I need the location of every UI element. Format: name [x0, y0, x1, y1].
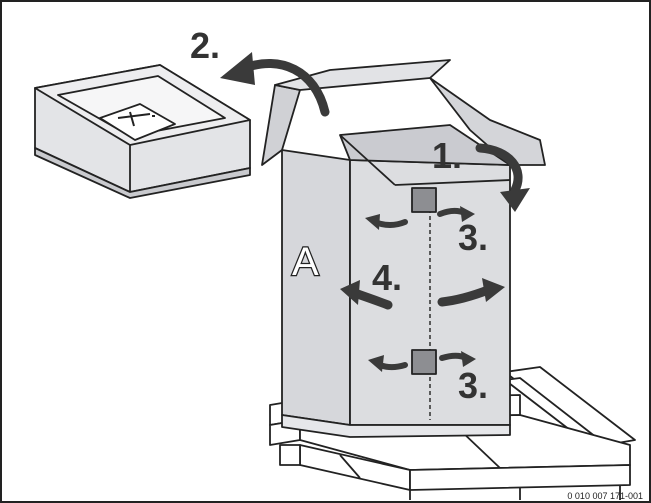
carton-base-band [281, 414, 511, 438]
arrow-open-flap [475, 143, 523, 195]
arrow-head-strap-top-right [460, 206, 475, 222]
step-label-open-flaps: 1. [432, 135, 462, 176]
pallet-board [409, 464, 631, 491]
lid-label-mark [117, 111, 155, 127]
strap-bottom [411, 349, 437, 375]
carton-flap-right [429, 77, 546, 166]
carton-left-face [281, 149, 351, 426]
step-label-cut-straps-lower: 3. [458, 365, 488, 406]
arrow-head-fold-right [482, 278, 505, 302]
arrows [220, 52, 530, 372]
arrow-head-strap-top-left [365, 214, 380, 230]
carton-flap-back [274, 59, 451, 91]
lid [34, 64, 251, 199]
arrow-head-strap-bottom-left [368, 355, 384, 372]
carton-crease [339, 134, 396, 186]
pallet-block [279, 444, 301, 466]
arrow-head-remove-lid [220, 52, 255, 85]
arrow-head-open-flap [500, 188, 530, 212]
strap-top [411, 187, 437, 213]
carton-flap-front [339, 124, 511, 166]
panel-letter: A [292, 240, 319, 284]
step-label-cut-straps: 3. [458, 217, 488, 258]
arrow-remove-lid [240, 59, 330, 117]
lid-label [99, 103, 176, 141]
arrow-head-fold-left [340, 280, 360, 305]
arrow-head-strap-bottom-right [461, 351, 476, 367]
pallet-slat-line [339, 454, 361, 479]
figure-reference: 0 010 007 171-001 [567, 491, 643, 501]
arrow-strap-top-left [372, 219, 408, 228]
step-label-remove-lid: 2. [190, 25, 220, 66]
carton-crease [394, 179, 511, 186]
step-label-fold-sides: 4. [372, 257, 402, 298]
